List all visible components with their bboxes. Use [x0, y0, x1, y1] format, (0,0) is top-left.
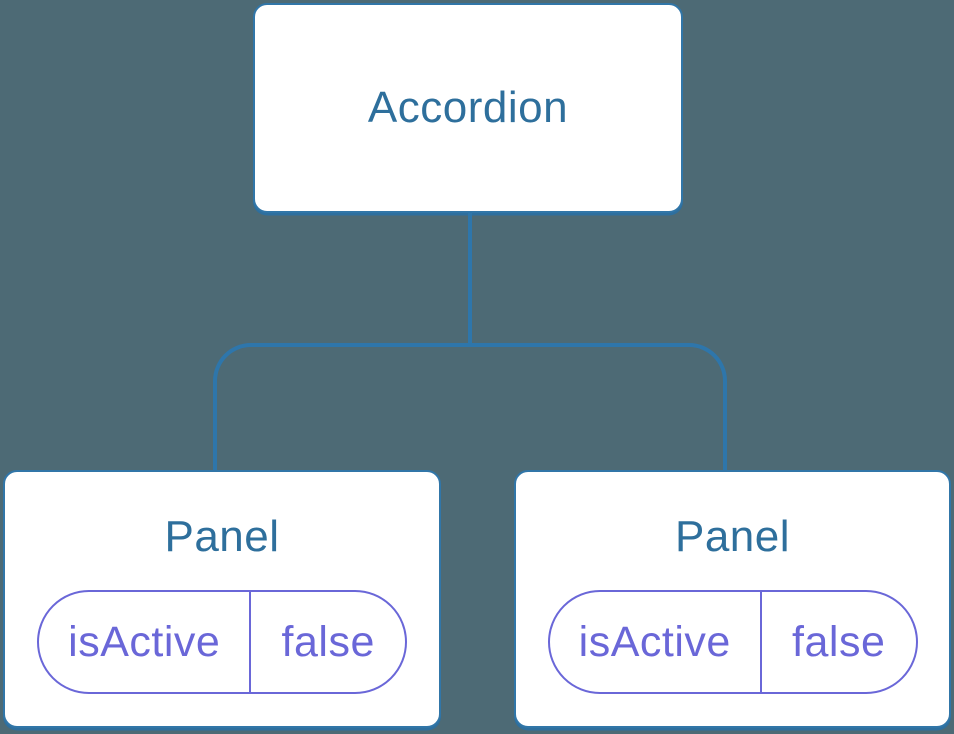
accordion-node: Accordion — [253, 3, 683, 213]
panel-right-label: Panel — [674, 512, 791, 561]
accordion-node-label: Accordion — [367, 82, 569, 132]
connector-branch — [213, 343, 727, 471]
state-key: isActive — [550, 592, 762, 692]
state-value: false — [281, 617, 375, 666]
panel-node-left: Panel isActive false — [3, 470, 441, 728]
panel-left-label: Panel — [164, 512, 280, 561]
panel-node-right: Panel isActive false — [514, 470, 951, 728]
state-value: false — [792, 617, 886, 666]
connector-stem — [468, 212, 472, 345]
state-key: isActive — [39, 592, 252, 692]
state-pill-right: isActive false — [547, 590, 918, 694]
state-pill-left: isActive false — [37, 590, 407, 694]
